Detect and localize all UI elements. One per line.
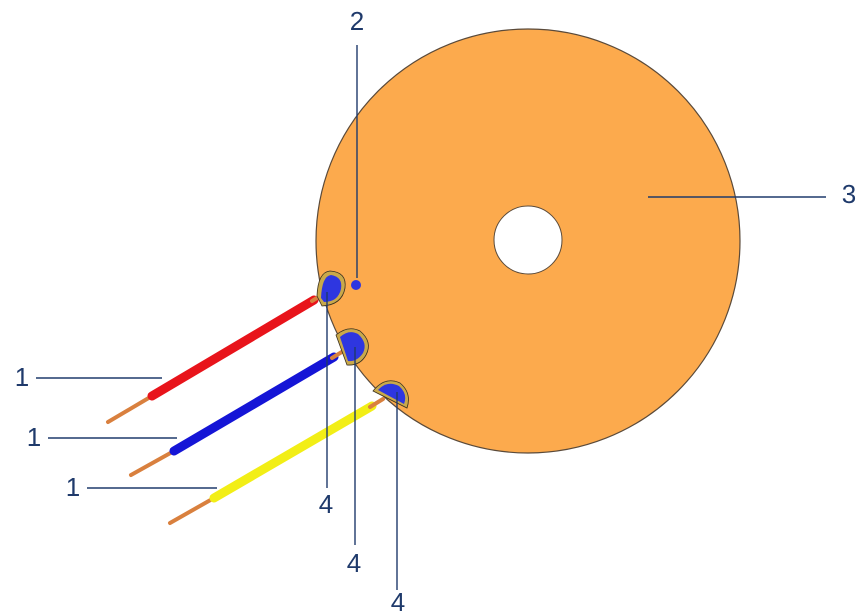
terminal-1-pad <box>321 275 342 302</box>
label-wire-1: 1 <box>15 362 29 392</box>
terminal-1 <box>316 270 346 307</box>
wire-red <box>106 291 327 424</box>
terminal-2 <box>335 328 369 366</box>
label-wire-3: 1 <box>66 472 80 502</box>
wire-blue-insulation <box>169 352 339 456</box>
wire-red-insulation <box>147 295 319 401</box>
label-disc: 3 <box>842 179 856 209</box>
marked-point <box>351 280 361 290</box>
wire-yellow <box>168 397 385 525</box>
label-terminal-3: 4 <box>391 587 405 616</box>
wire-yellow-lead <box>368 397 385 409</box>
label-terminal-2: 4 <box>347 548 361 578</box>
callout-labels: 1 1 1 2 3 4 4 4 <box>15 6 856 616</box>
leader-lines <box>36 45 826 590</box>
wire-blue <box>129 348 347 477</box>
center-hole <box>493 205 563 275</box>
wire-yellow-conductor <box>168 496 216 525</box>
terminal-3 <box>372 380 409 409</box>
wire-yellow-insulation <box>209 401 377 503</box>
label-point: 2 <box>350 6 364 36</box>
label-terminal-1: 4 <box>319 489 333 519</box>
terminal-3-pad <box>378 383 406 404</box>
terminal-2-pad <box>340 332 365 362</box>
wire-blue-conductor <box>129 449 176 477</box>
label-wire-2: 1 <box>27 422 41 452</box>
wire-red-conductor <box>106 394 154 424</box>
